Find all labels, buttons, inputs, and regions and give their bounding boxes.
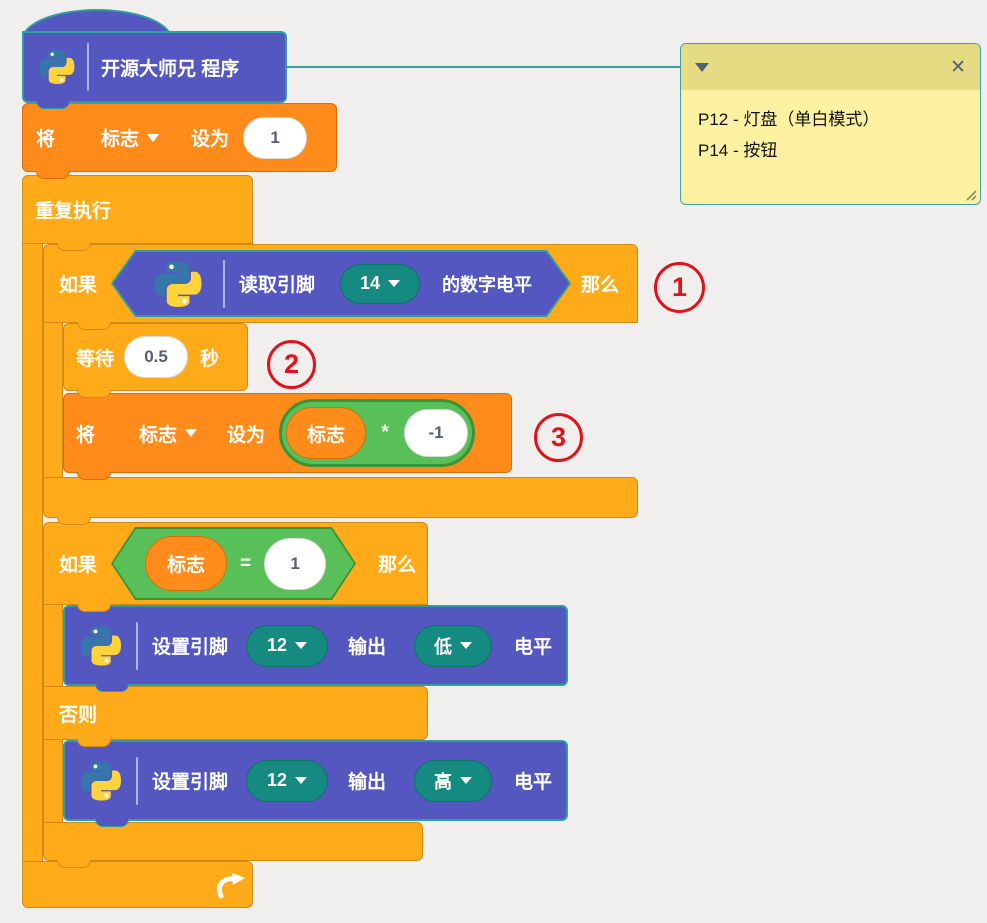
set-prefix-label: 将 bbox=[36, 129, 56, 150]
resize-handle-icon[interactable] bbox=[963, 187, 977, 201]
pin-dropdown[interactable]: 12 bbox=[246, 759, 329, 802]
chevron-down-icon bbox=[295, 777, 308, 784]
block-notch bbox=[95, 684, 129, 692]
block-divider bbox=[87, 43, 89, 91]
repeat-forever-arm bbox=[22, 244, 43, 861]
comment-line: P14 - 按钮 bbox=[698, 141, 778, 160]
block-notch bbox=[57, 517, 91, 525]
repeat-label: 重复执行 bbox=[35, 201, 112, 222]
variable-reporter-flag[interactable]: 标志 bbox=[286, 407, 367, 459]
equals-symbol: = bbox=[240, 552, 252, 574]
repeat-loop-icon bbox=[214, 873, 248, 899]
set-pin-label: 设置引脚 bbox=[152, 772, 229, 793]
block-divider bbox=[136, 756, 138, 805]
multiply-operator-block[interactable]: 标志 * -1 bbox=[279, 399, 476, 467]
read-digital-boolean-block[interactable]: 读取引脚 14 的数字电平 bbox=[111, 250, 571, 317]
variable-dropdown[interactable]: 标志 bbox=[101, 124, 160, 151]
hat-title: 开源大师兄 程序 bbox=[101, 58, 240, 80]
if2-prefix: 如果 bbox=[59, 555, 98, 576]
level-suffix-label: 电平 bbox=[514, 772, 553, 793]
if-else-block-top[interactable]: 如果 标志 = 1 那么 bbox=[43, 522, 428, 605]
output-label: 输出 bbox=[348, 772, 387, 793]
repeat-forever-bottom[interactable] bbox=[22, 861, 253, 908]
if-block-1-bottom bbox=[43, 477, 638, 518]
level-suffix-label: 电平 bbox=[514, 637, 553, 658]
set-variable-block[interactable]: 将 标志 设为 1 bbox=[22, 103, 337, 172]
block-notch bbox=[77, 739, 111, 747]
python-icon bbox=[78, 623, 124, 669]
comment-line: P12 - 灯盘（单白模式） bbox=[698, 110, 880, 129]
chevron-down-icon bbox=[147, 133, 160, 142]
chevron-down-icon bbox=[185, 429, 198, 437]
variable-dropdown[interactable]: 标志 bbox=[139, 420, 198, 447]
block-notch bbox=[77, 322, 111, 330]
comment-text[interactable]: P12 - 灯盘（单白模式） P14 - 按钮 bbox=[681, 90, 980, 166]
read-pin-suffix: 的数字电平 bbox=[442, 274, 533, 295]
equals-value-input[interactable]: 1 bbox=[264, 538, 326, 590]
chevron-down-icon bbox=[295, 642, 308, 649]
annotation-circle-3: 3 bbox=[534, 413, 583, 462]
wait-block[interactable]: 等待 0.5 秒 bbox=[63, 323, 248, 391]
set-pin-label: 设置引脚 bbox=[152, 637, 229, 658]
comment-header[interactable]: ✕ bbox=[681, 44, 980, 90]
comment-connector-line bbox=[287, 66, 681, 68]
set-pin-high-block[interactable]: 设置引脚 12 输出 高 电平 bbox=[63, 740, 568, 821]
value-input[interactable]: 1 bbox=[243, 116, 308, 159]
else-bar: 否则 bbox=[43, 686, 428, 740]
hat-block-start-program[interactable]: 开源大师兄 程序 bbox=[22, 31, 287, 103]
workspace-comment[interactable]: ✕ P12 - 灯盘（单白模式） P14 - 按钮 bbox=[680, 43, 981, 205]
block-notch bbox=[36, 101, 70, 109]
multiply-value-input[interactable]: -1 bbox=[404, 409, 469, 457]
close-icon[interactable]: ✕ bbox=[950, 56, 966, 78]
output-label: 输出 bbox=[348, 637, 387, 658]
set-variable-toggle-block[interactable]: 将 标志 设为 标志 * -1 bbox=[63, 393, 512, 473]
else-label: 否则 bbox=[59, 704, 98, 726]
variable-reporter-flag[interactable]: 标志 bbox=[145, 536, 227, 591]
python-icon bbox=[151, 257, 205, 311]
read-pin-label: 读取引脚 bbox=[239, 275, 316, 296]
annotation-circle-2: 2 bbox=[267, 340, 316, 389]
if-else-block-bottom bbox=[43, 822, 423, 861]
chevron-down-icon bbox=[460, 642, 473, 649]
collapse-comment-icon[interactable] bbox=[695, 62, 709, 72]
block-notch bbox=[57, 860, 91, 868]
annotation-circle-1: 1 bbox=[654, 262, 705, 313]
pin-dropdown[interactable]: 14 bbox=[340, 264, 420, 304]
block-notch bbox=[95, 819, 129, 827]
multiply-symbol: * bbox=[381, 422, 389, 443]
equals-boolean-block[interactable]: 标志 = 1 bbox=[111, 527, 356, 600]
if-block-1-top[interactable]: 如果 读取引脚 14 的数字电平 那么 bbox=[43, 244, 638, 323]
repeat-forever-top[interactable]: 重复执行 bbox=[22, 175, 253, 244]
block-notch bbox=[57, 243, 91, 251]
block-notch bbox=[36, 171, 70, 179]
python-icon bbox=[37, 47, 77, 87]
if2-suffix: 那么 bbox=[378, 555, 417, 576]
if-block-1-arm bbox=[43, 323, 63, 477]
block-notch bbox=[77, 472, 111, 480]
set-infix-label: 设为 bbox=[191, 129, 230, 150]
block-divider bbox=[223, 260, 225, 308]
pin-dropdown[interactable]: 12 bbox=[246, 624, 329, 667]
if1-suffix: 那么 bbox=[581, 275, 620, 296]
block-notch bbox=[77, 390, 111, 398]
level-dropdown[interactable]: 高 bbox=[414, 759, 493, 802]
block-divider bbox=[136, 621, 138, 670]
wait-prefix: 等待 bbox=[76, 348, 115, 370]
set-infix-label: 设为 bbox=[227, 424, 266, 446]
python-icon bbox=[78, 758, 124, 804]
block-notch bbox=[77, 604, 111, 612]
level-dropdown[interactable]: 低 bbox=[414, 624, 493, 667]
if1-prefix: 如果 bbox=[59, 275, 98, 296]
set-pin-low-block[interactable]: 设置引脚 12 输出 低 电平 bbox=[63, 605, 568, 686]
wait-duration-input[interactable]: 0.5 bbox=[124, 336, 189, 378]
chevron-down-icon bbox=[388, 280, 400, 287]
wait-unit: 秒 bbox=[200, 348, 220, 370]
set-prefix-label: 将 bbox=[76, 424, 96, 446]
chevron-down-icon bbox=[460, 777, 473, 784]
